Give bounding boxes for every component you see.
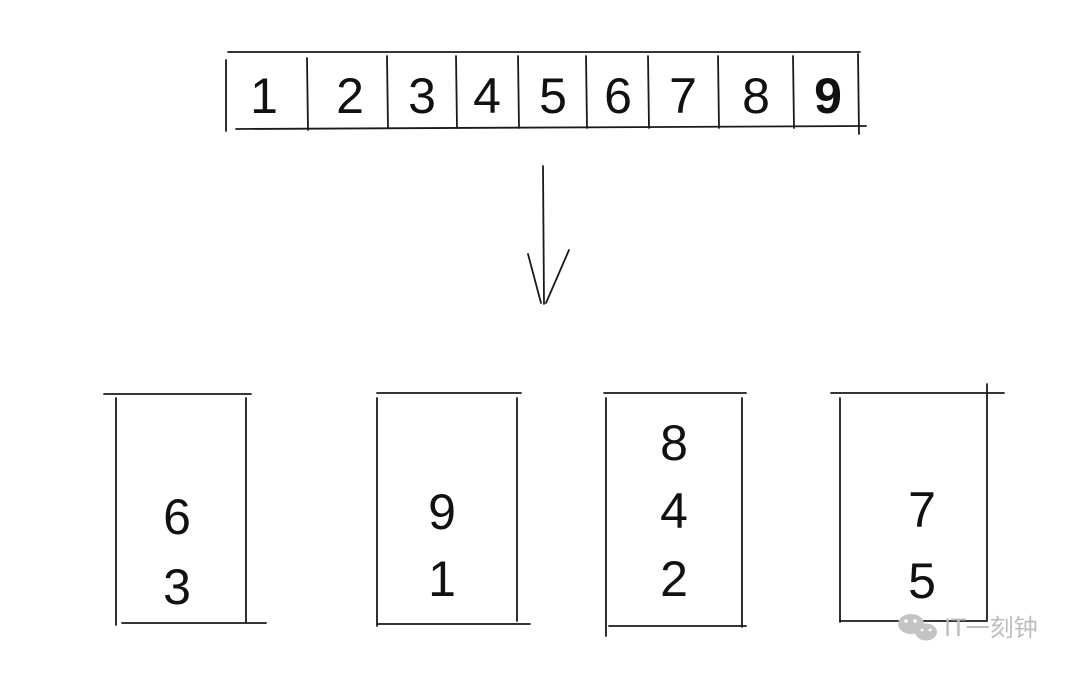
array-cell: 4 [473, 68, 501, 124]
array-cell: 2 [336, 68, 364, 124]
bucket-item: 8 [660, 415, 688, 471]
bucket: 8 4 2 [603, 392, 747, 637]
watermark-text: IT一刻钟 [944, 614, 1038, 642]
array-cell: 3 [408, 68, 436, 124]
array-cell: 7 [669, 68, 697, 124]
array-cell: 8 [742, 68, 770, 124]
wechat-icon [898, 614, 937, 641]
array-bottom-border [235, 125, 867, 130]
array-divider [517, 55, 520, 129]
bucket-item: 2 [660, 551, 688, 607]
array-divider [585, 55, 588, 129]
bucket-item: 6 [163, 489, 191, 545]
array-divider [647, 55, 650, 129]
array-divider [717, 55, 720, 129]
down-arrow-icon [527, 165, 570, 305]
array-divider [306, 57, 309, 131]
bucket-item: 1 [428, 551, 456, 607]
array-divider [857, 53, 860, 135]
bucket: 63 [103, 393, 267, 626]
array-dividers [225, 53, 860, 135]
bucket-item: 9 [428, 484, 456, 540]
array-cell: 1 [250, 68, 278, 124]
bucket: 91 [376, 392, 531, 627]
array-divider [792, 55, 795, 129]
array-cell: 5 [539, 68, 567, 124]
bucket-item: 3 [163, 559, 191, 615]
array-divider [455, 55, 458, 129]
bucket-item: 7 [908, 482, 936, 538]
array-cell: 6 [604, 68, 632, 124]
array-cell: 9 [814, 68, 842, 124]
bucket-item: 5 [908, 553, 936, 609]
bucket: 75 [830, 383, 1005, 623]
bucket-item: 4 [660, 483, 688, 539]
array-divider [386, 55, 389, 129]
watermark: IT一刻钟 [898, 614, 1038, 642]
